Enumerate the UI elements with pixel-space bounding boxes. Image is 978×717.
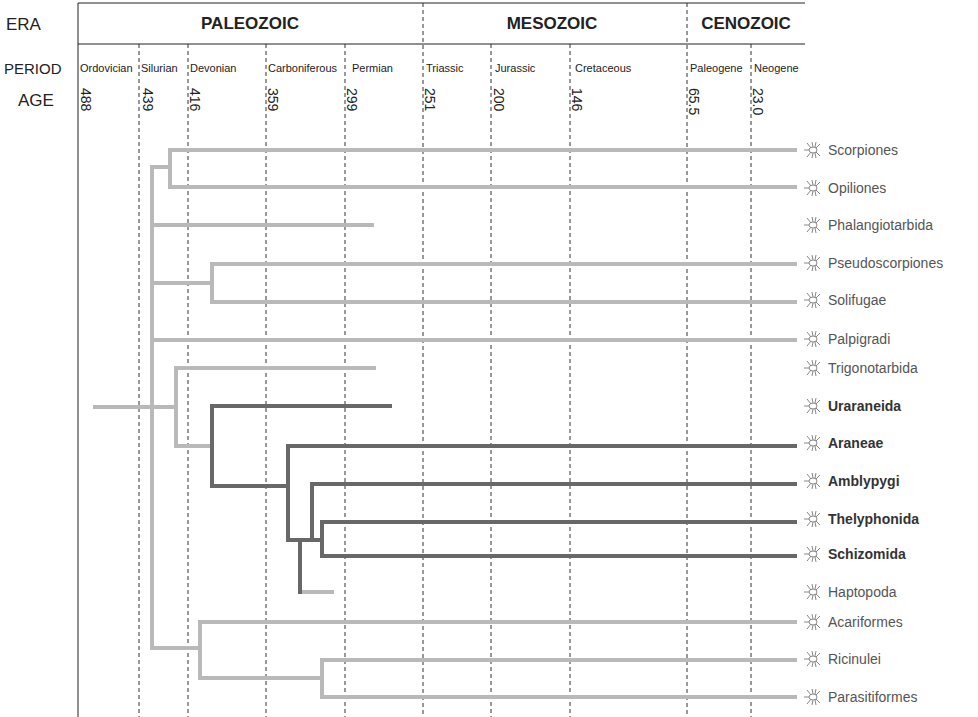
period-name: Permian <box>352 63 393 74</box>
taxon-name: Palpigradi <box>828 332 890 346</box>
period-name: Jurassic <box>495 63 535 74</box>
taxon-name: Ricinulei <box>828 652 881 666</box>
light-branches <box>95 150 795 697</box>
age-number: 200 <box>492 88 506 111</box>
frame <box>78 3 805 717</box>
taxon-name: Thelyphonida <box>828 512 919 526</box>
axis-heading: PERIOD <box>4 61 62 76</box>
age-number: 359 <box>266 88 280 111</box>
taxon-name: Acariformes <box>828 615 903 629</box>
period-name: Neogene <box>754 63 799 74</box>
period-boundaries <box>139 3 751 717</box>
age-number: 146 <box>570 88 584 111</box>
era-name: MESOZOIC <box>507 15 598 32</box>
axis-heading: AGE <box>18 92 54 109</box>
taxon-name: Opiliones <box>828 181 886 195</box>
age-number: 23.0 <box>751 88 765 115</box>
taxon-name: Araneae <box>828 436 883 450</box>
period-name: Devonian <box>190 63 236 74</box>
age-number: 299 <box>345 88 359 111</box>
taxon-name: Trigonotarbida <box>828 361 918 375</box>
taxon-name: Scorpiones <box>828 143 898 157</box>
period-name: Ordovician <box>80 63 133 74</box>
period-name: Paleogene <box>690 63 743 74</box>
age-number: 439 <box>141 88 155 111</box>
taxon-name: Pseudoscorpiones <box>828 256 943 270</box>
age-number: 416 <box>188 88 202 111</box>
age-number: 488 <box>79 88 93 111</box>
dark-branches <box>212 406 795 592</box>
era-name: CENOZOIC <box>701 15 791 32</box>
axis-heading: ERA <box>6 16 41 33</box>
taxon-name: Amblypygi <box>828 474 900 488</box>
taxon-name: Uraraneida <box>828 399 901 413</box>
era-name: PALEOZOIC <box>201 15 299 32</box>
taxon-name: Phalangiotarbida <box>828 218 933 232</box>
taxon-name: Solifugae <box>828 293 886 307</box>
taxon-icons <box>804 142 820 705</box>
taxon-name: Parasitiformes <box>828 690 917 704</box>
period-name: Triassic <box>426 63 463 74</box>
age-number: 251 <box>423 88 437 111</box>
period-name: Cretaceous <box>575 63 631 74</box>
period-name: Silurian <box>141 63 178 74</box>
taxon-name: Schizomida <box>828 547 906 561</box>
age-number: 65.5 <box>687 88 701 115</box>
period-name: Carboniferous <box>268 63 337 74</box>
taxon-name: Haptopoda <box>828 585 897 599</box>
